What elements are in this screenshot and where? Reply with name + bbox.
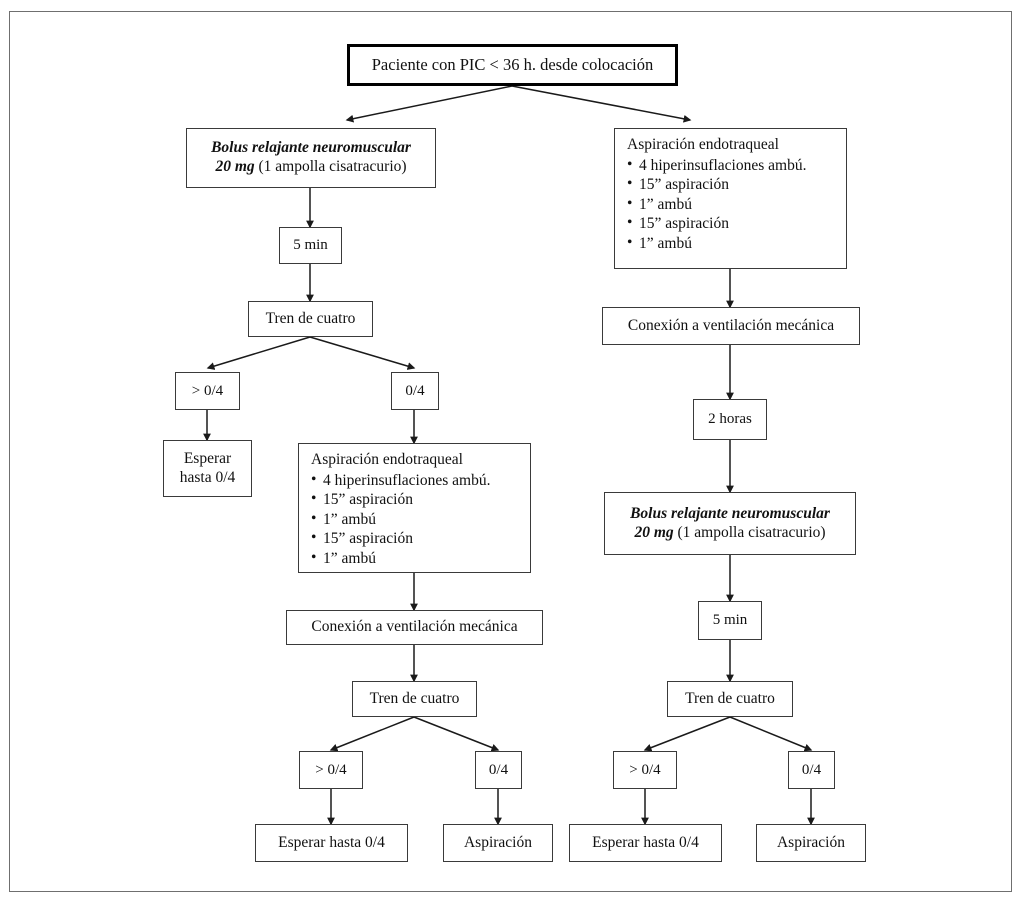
node-left-aspiracion-list: 4 hiperinsuflaciones ambú. 15” aspiració… (311, 470, 520, 569)
node-left-5min[interactable]: 5 min (279, 227, 342, 264)
node-right-tof-gt[interactable]: > 0/4 (613, 751, 677, 789)
node-right-2horas-label: 2 horas (708, 411, 752, 428)
list-item: 15” aspiración (311, 528, 520, 549)
list-item: 1” ambú (627, 194, 836, 215)
list-item: 15” aspiración (627, 174, 836, 195)
node-right-bolus-line1: Bolus relajante neuromuscular (630, 504, 830, 522)
node-left-aspiracion-content: Aspiración endotraqueal 4 hiperinsuflaci… (311, 451, 520, 568)
node-right-bolus-rest: (1 ampolla cisatracurio) (673, 523, 826, 541)
node-left-tof2-gt-label: > 0/4 (315, 761, 347, 778)
node-right-tof-zero[interactable]: 0/4 (788, 751, 835, 789)
node-left-aspiracion-endotraqueal[interactable]: Aspiración endotraqueal 4 hiperinsuflaci… (298, 443, 531, 573)
node-right-esperar-final[interactable]: Esperar hasta 0/4 (569, 824, 722, 862)
node-left-aspiracion-title: Aspiración endotraqueal (311, 451, 463, 468)
node-right-aspiracion-final[interactable]: Aspiración (756, 824, 866, 862)
node-left-bolus-text: Bolus relajante neuromuscular 20 mg (1 a… (193, 139, 429, 177)
node-left-tof1-gt[interactable]: > 0/4 (175, 372, 240, 410)
node-left-tof-2-label: Tren de cuatro (369, 689, 460, 707)
node-paciente-pic[interactable]: Paciente con PIC < 36 h. desde colocació… (347, 44, 678, 86)
node-right-conexion-ventilacion[interactable]: Conexión a ventilación mecánica (602, 307, 860, 345)
node-right-5min[interactable]: 5 min (698, 601, 762, 640)
node-left-esperar-final-label: Esperar hasta 0/4 (278, 833, 385, 851)
node-right-bolus[interactable]: Bolus relajante neuromuscular 20 mg (1 a… (604, 492, 856, 555)
node-right-tof-zero-label: 0/4 (801, 761, 822, 778)
node-right-tof[interactable]: Tren de cuatro (667, 681, 793, 717)
list-item: 1” ambú (311, 509, 520, 530)
node-left-5min-label: 5 min (293, 237, 328, 254)
list-item: 1” ambú (627, 233, 836, 254)
node-left-aspiracion-final[interactable]: Aspiración (443, 824, 553, 862)
node-left-bolus-dose: 20 mg (215, 158, 255, 175)
node-left-conexion-label: Conexión a ventilación mecánica (311, 618, 518, 636)
node-right-bolus-dose: 20 mg (634, 523, 674, 541)
node-left-conexion-ventilacion[interactable]: Conexión a ventilación mecánica (286, 610, 543, 645)
node-right-bolus-line2: 20 mg (1 ampolla cisatracurio) (611, 524, 849, 543)
list-item: 4 hiperinsuflaciones ambú. (627, 155, 836, 176)
node-left-esperar-1-line2: hasta 0/4 (179, 468, 236, 486)
node-right-aspiracion-endotraqueal[interactable]: Aspiración endotraqueal 4 hiperinsuflaci… (614, 128, 847, 269)
node-left-tof1-gt-label: > 0/4 (191, 382, 224, 399)
node-right-esperar-final-label: Esperar hasta 0/4 (592, 833, 699, 851)
node-left-esperar-1-text: Esperar hasta 0/4 (170, 450, 245, 487)
node-right-tof-label: Tren de cuatro (685, 689, 775, 707)
node-left-tof2-zero-label: 0/4 (488, 761, 509, 778)
node-left-aspiracion-final-label: Aspiración (463, 833, 532, 851)
node-left-tof1-zero-label: 0/4 (405, 382, 425, 399)
list-item: 15” aspiración (627, 213, 836, 234)
node-right-aspiracion-content: Aspiración endotraqueal 4 hiperinsuflaci… (627, 136, 836, 253)
node-left-esperar-1[interactable]: Esperar hasta 0/4 (163, 440, 252, 497)
node-left-tof-1-label: Tren de cuatro (265, 309, 356, 327)
node-left-esperar-final[interactable]: Esperar hasta 0/4 (255, 824, 408, 862)
node-right-aspiracion-list: 4 hiperinsuflaciones ambú. 15” aspiració… (627, 155, 836, 254)
node-left-tof1-zero[interactable]: 0/4 (391, 372, 439, 410)
list-item: 15” aspiración (311, 489, 520, 510)
node-right-conexion-label: Conexión a ventilación mecánica (627, 316, 835, 334)
node-left-tof-2[interactable]: Tren de cuatro (352, 681, 477, 717)
node-left-bolus[interactable]: Bolus relajante neuromuscular 20 mg (1 a… (186, 128, 436, 188)
node-left-bolus-line1: Bolus relajante neuromuscular (211, 139, 411, 157)
node-right-2horas[interactable]: 2 horas (693, 399, 767, 440)
node-left-bolus-line2: 20 mg (1 ampolla cisatracurio) (193, 158, 429, 177)
node-left-tof-1[interactable]: Tren de cuatro (248, 301, 373, 337)
node-right-tof-gt-label: > 0/4 (629, 761, 661, 778)
node-left-tof2-zero[interactable]: 0/4 (475, 751, 522, 789)
node-left-esperar-1-line1: Esperar (183, 449, 232, 467)
node-left-bolus-rest: (1 ampolla cisatracurio) (254, 158, 407, 175)
list-item: 4 hiperinsuflaciones ambú. (311, 470, 520, 491)
node-right-5min-label: 5 min (712, 612, 748, 629)
list-item: 1” ambú (311, 548, 520, 569)
node-right-bolus-text: Bolus relajante neuromuscular 20 mg (1 a… (611, 505, 849, 543)
node-paciente-pic-label: Paciente con PIC < 36 h. desde colocació… (371, 54, 654, 74)
node-left-tof2-gt[interactable]: > 0/4 (299, 751, 363, 789)
node-right-aspiracion-final-label: Aspiración (776, 833, 845, 851)
node-right-aspiracion-title: Aspiración endotraqueal (627, 136, 779, 153)
